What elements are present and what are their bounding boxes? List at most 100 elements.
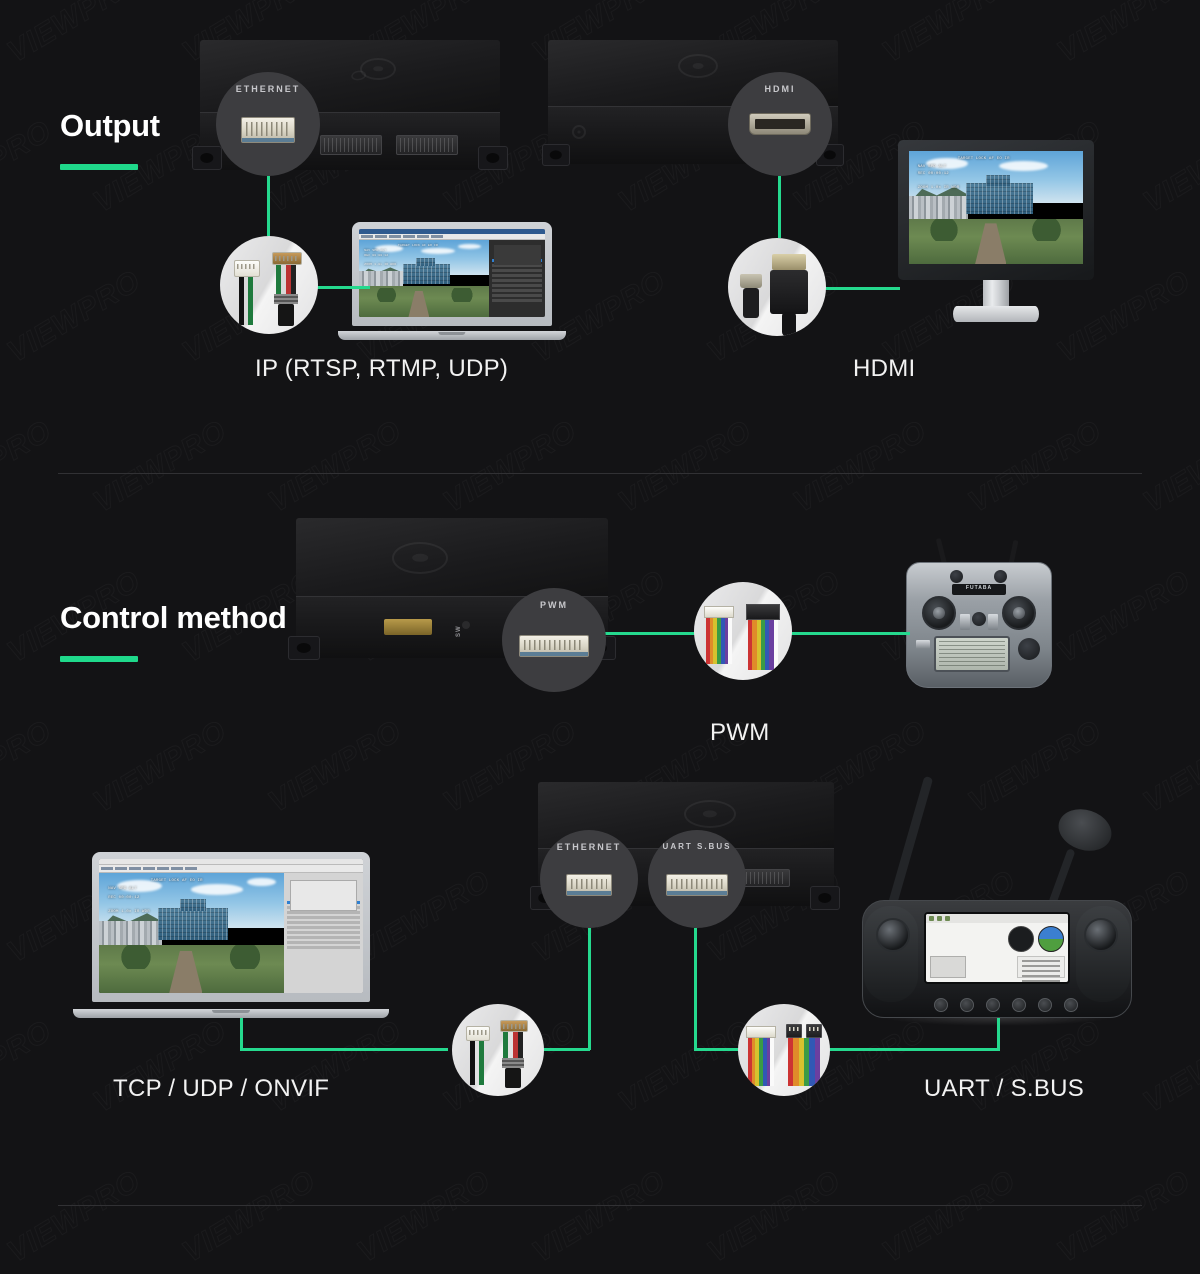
tx-switch-b[interactable] xyxy=(988,614,998,630)
device-foot-right xyxy=(478,146,508,170)
caption-pwm: PWM xyxy=(710,719,770,746)
eth-cable-bare-bottom xyxy=(500,1020,528,1088)
ethernet-connector-zoom-bottom xyxy=(566,874,612,896)
gcs-patch-stem xyxy=(1048,848,1076,906)
watermark-text: VIEWPRO xyxy=(1137,714,1200,820)
line-laptop-up xyxy=(240,1018,243,1050)
watermark-text: VIEWPRO xyxy=(612,414,758,520)
line-uart-to-mag xyxy=(694,1048,740,1051)
uart-black-header-1 xyxy=(786,1024,802,1038)
laptop-control-base xyxy=(72,1009,390,1018)
watermark-text: VIEWPRO xyxy=(0,1014,58,1120)
line-mag-to-gcs xyxy=(828,1048,1000,1051)
hdmi-body xyxy=(770,270,808,314)
gimbal-software-window: NAV SPD ALT REC 00:00:12 ZOOM 1.0x IR WD… xyxy=(359,229,545,317)
laptop-lid: NAV SPD ALT REC 00:00:12 ZOOM 1.0x IR WD… xyxy=(352,222,552,326)
control-heading-text: Control method xyxy=(60,600,287,635)
tx-switch-a[interactable] xyxy=(960,614,970,630)
gcs-patch-antenna xyxy=(1053,802,1117,858)
gcs-button-a[interactable] xyxy=(934,998,948,1012)
watermark-text: VIEWPRO xyxy=(262,1014,408,1120)
gcs-screen[interactable] xyxy=(924,912,1070,984)
monitor-osd-top: TARGET LOCK AF EO IR xyxy=(957,156,1010,161)
uart-black-header-2 xyxy=(806,1024,822,1038)
tx-gimbal-left[interactable] xyxy=(922,596,956,630)
gcs-button-f[interactable] xyxy=(1064,998,1078,1012)
magnifier-pwm-port: PWM xyxy=(502,588,606,692)
tx-knob-right xyxy=(994,570,1007,583)
hdmi-cable xyxy=(782,312,796,336)
video-scene: NAV SPD ALT REC 00:00:12 ZOOM 1.0x IR WD… xyxy=(359,240,490,317)
watermark-text: VIEWPRO xyxy=(0,414,58,520)
port-connector-spare xyxy=(734,869,790,887)
caption-tcp-udp-onvif: TCP / UDP / ONVIF xyxy=(113,1075,330,1102)
power-connector xyxy=(384,619,432,635)
watermark-text: VIEWPRO xyxy=(1137,414,1200,520)
device-logo-ring-pwm xyxy=(392,542,448,574)
gcs-attitude-indicator xyxy=(1038,926,1064,952)
osd-line-3: ZOOM 1.0x IR WDR xyxy=(364,263,397,267)
osd2-line-3: ZOOM 1.0x IR WDR xyxy=(108,910,150,915)
tx-knob-left xyxy=(950,570,963,583)
gcs-button-c[interactable] xyxy=(986,998,1000,1012)
line-uart-down xyxy=(694,928,697,1050)
gcs-pip-view xyxy=(930,956,966,978)
watermark-text: VIEWPRO xyxy=(262,414,408,520)
watermark-text: VIEWPRO xyxy=(262,714,408,820)
rc-transmitter: FUTABA xyxy=(906,537,1052,688)
watermark-text: VIEWPRO xyxy=(1137,1014,1200,1120)
watermark-text: VIEWPRO xyxy=(176,1164,322,1270)
device-foot-right-dual xyxy=(810,886,840,910)
gcs-stick-right[interactable] xyxy=(1084,918,1118,952)
section-heading-output: Output xyxy=(60,108,160,170)
osd2-top: TARGET LOCK AF EO IR xyxy=(150,879,203,883)
control-heading-rule xyxy=(60,656,138,662)
tx-dial[interactable] xyxy=(972,612,986,626)
gcs-button-d[interactable] xyxy=(1012,998,1026,1012)
app-control-panel-2 xyxy=(283,873,363,993)
tx-gimbal-right[interactable] xyxy=(1002,596,1036,630)
watermark-text: VIEWPRO xyxy=(437,414,583,520)
video-scene-2: NAV SPD ALT REC 00:00:12 ZOOM 1.0x IR WD… xyxy=(99,873,284,993)
ethernet-connector-zoom xyxy=(241,117,295,143)
gcs-button-e[interactable] xyxy=(1038,998,1052,1012)
pwm-ribbon-left xyxy=(706,618,733,664)
silk-ethernet: ETHERNET xyxy=(235,84,301,95)
sw-button[interactable] xyxy=(462,621,470,629)
magnifier-ethernet-port: ETHERNET xyxy=(216,72,320,176)
watermark-text: VIEWPRO xyxy=(1,264,147,370)
magnifier-ethernet-cable-bottom xyxy=(452,1004,544,1096)
watermark-text: VIEWPRO xyxy=(351,1164,497,1270)
line-ethernet-vertical xyxy=(267,176,270,236)
output-heading-rule xyxy=(60,164,138,170)
watermark-text: VIEWPRO xyxy=(1,0,147,70)
osd-line-2: REC 00:00:12 xyxy=(364,253,389,257)
app-titlebar-2 xyxy=(99,859,363,865)
app-toolbar xyxy=(359,234,545,240)
port-connector-c xyxy=(396,135,458,155)
watermark-text: VIEWPRO xyxy=(962,714,1108,820)
gcs-button-b[interactable] xyxy=(960,998,974,1012)
silk-hdmi: HDMI xyxy=(764,84,796,95)
magnifier-pwm-cable xyxy=(694,582,792,680)
tx-jog-wheel[interactable] xyxy=(1018,638,1040,660)
micro-hdmi-body xyxy=(743,288,759,318)
uart-ribbon-left xyxy=(748,1038,775,1086)
gcs-stick-left[interactable] xyxy=(876,918,910,952)
line-hdmi-horizontal xyxy=(818,287,900,290)
watermark-text: VIEWPRO xyxy=(351,864,497,970)
monitor-foot xyxy=(953,306,1039,322)
monitor-osd-3: ZOOM 1.0x IR WDR xyxy=(917,186,960,191)
osd-line-1: NAV SPD ALT xyxy=(364,249,387,253)
gimbal-software-window-2: NAV SPD ALT REC 00:00:12 ZOOM 1.0x IR WD… xyxy=(99,859,363,993)
laptop-control-screen: NAV SPD ALT REC 00:00:12 ZOOM 1.0x IR WD… xyxy=(99,859,363,993)
monitor-neck xyxy=(983,280,1009,308)
line-pwm-left xyxy=(604,632,696,635)
osd2-line-1: NAV SPD ALT xyxy=(108,887,137,892)
app-joystick-grid xyxy=(493,244,541,265)
silk-sw: SW xyxy=(456,625,462,637)
app-video-pane: NAV SPD ALT REC 00:00:12 ZOOM 1.0x IR WD… xyxy=(359,240,490,317)
line-ethernet-horizontal xyxy=(308,286,370,289)
watermark-text: VIEWPRO xyxy=(87,714,233,820)
silk-pwm: PWM xyxy=(540,600,568,611)
